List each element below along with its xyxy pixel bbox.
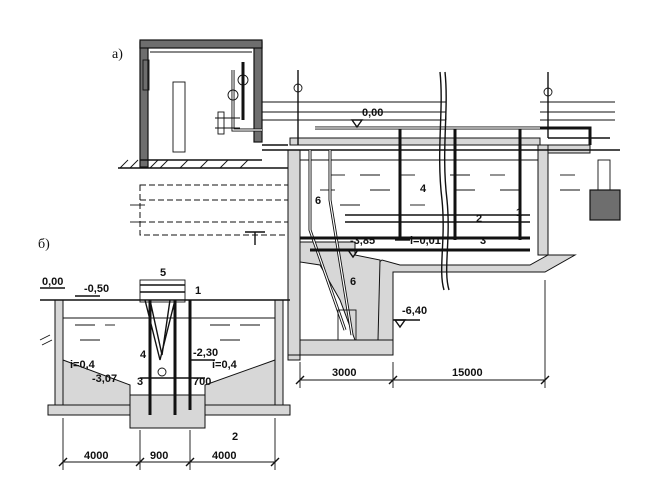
section-a-label: а) (112, 47, 123, 62)
callout-b-2: 2 (232, 431, 238, 443)
callout-a-6-lower: 6 (350, 276, 356, 288)
pump-house (118, 39, 301, 245)
section-a-levels: 0,00 -3,85 i=0,01 -6,40 (346, 107, 441, 329)
dim-length-a: 15000 (452, 367, 483, 379)
dim-center-b: 900 (150, 450, 168, 462)
callout-a-6-upper: 6 (315, 195, 321, 207)
level-top-a: 0,00 (362, 107, 383, 119)
slope-right-b: i=0,4 (212, 359, 238, 371)
callout-a-1: 1 (516, 207, 522, 219)
section-a-drawing: а) (112, 39, 621, 388)
level-channel-a: -3,85 (350, 235, 375, 247)
dim-right-b: 4000 (212, 450, 236, 462)
sludge-pipes (293, 70, 621, 341)
callout-b-3: 3 (137, 376, 143, 388)
section-a-dimensions: 3000 15000 (295, 280, 550, 388)
section-a-callouts: 1 2 3 4 6 6 (315, 183, 522, 288)
dim-700-b: 700 (193, 376, 211, 388)
callout-a-3: 3 (480, 235, 486, 247)
callout-b-1: 1 (195, 285, 201, 297)
level-water-b: -0,50 (84, 283, 109, 295)
callout-b-4: 4 (140, 349, 147, 361)
dim-left-b: 4000 (84, 450, 108, 462)
level-bottom-a: -6,40 (402, 305, 427, 317)
section-b-drawing: б) 0,00 -0,50 (38, 237, 291, 470)
main-tank (262, 137, 620, 361)
callout-a-4: 4 (420, 183, 427, 195)
railing (262, 101, 615, 121)
callout-b-5: 5 (160, 267, 166, 279)
callout-a-2: 2 (476, 213, 482, 225)
slope-left-b: i=0,4 (70, 359, 96, 371)
slope-a: i=0,01 (410, 235, 441, 247)
level-bottom-b: -3,07 (92, 373, 117, 385)
section-b-label: б) (38, 237, 50, 252)
dim-hopper-a: 3000 (332, 367, 356, 379)
level-top-b: 0,00 (42, 276, 63, 288)
level-mid-b: -2,30 (193, 347, 218, 359)
